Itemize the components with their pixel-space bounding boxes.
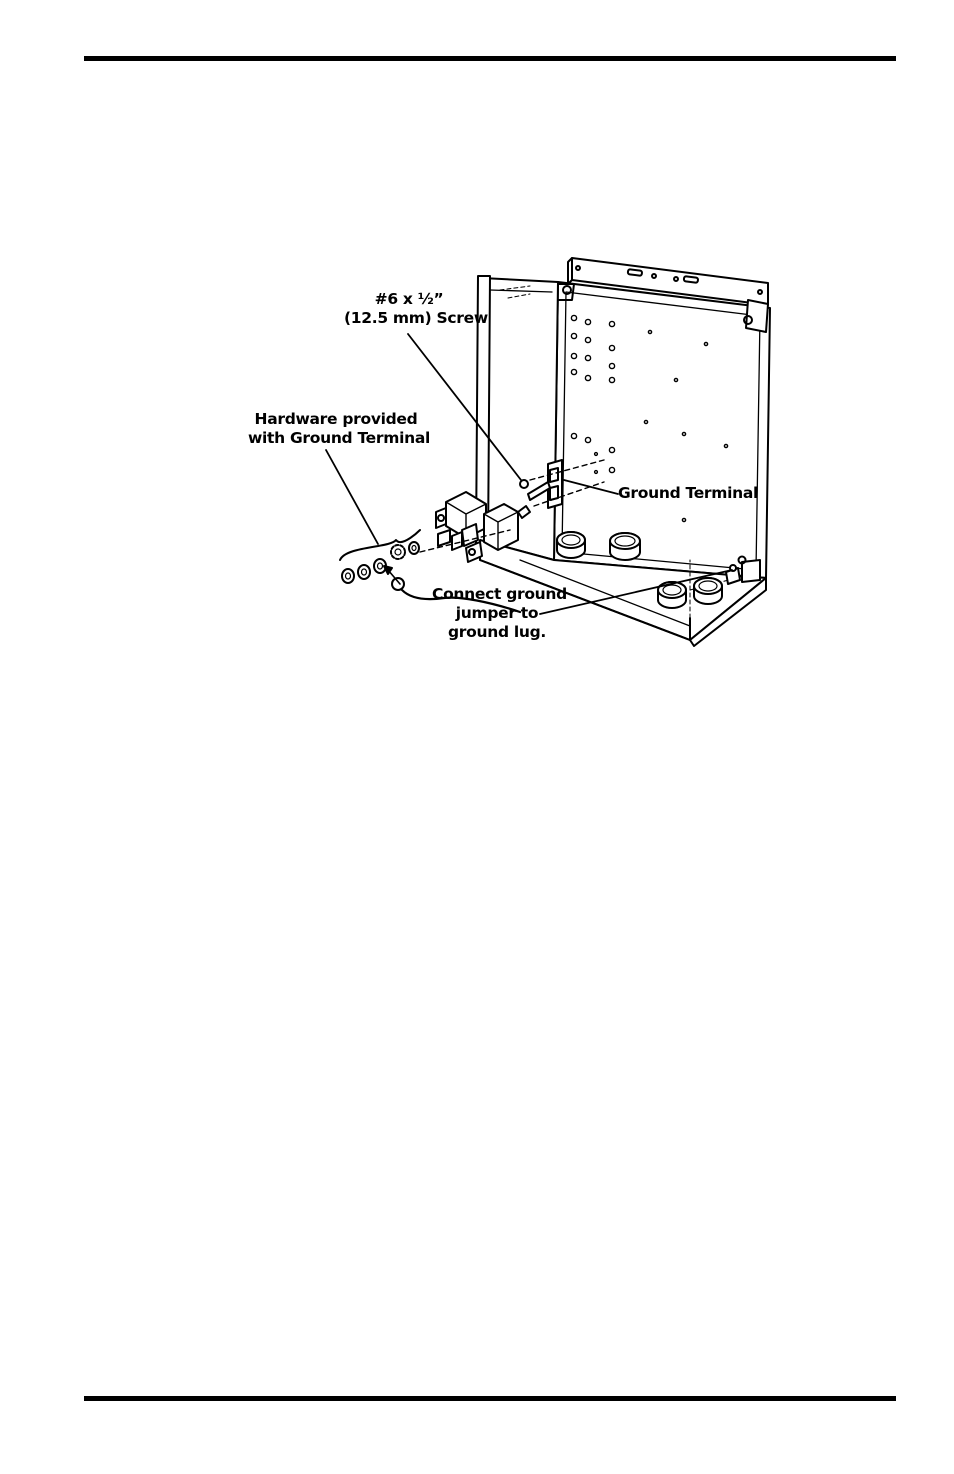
hardware-brace [340, 530, 420, 560]
screw-label: #6 x ½” (12.5 mm) Screw [344, 290, 474, 328]
connect-label-line1: Connect ground [432, 585, 562, 604]
hardware-label: Hardware provided with Ground Terminal [248, 410, 424, 448]
hardware-label-line2: with Ground Terminal [248, 429, 424, 448]
connect-label-line2: jumper to [432, 604, 562, 623]
hardware-label-line1: Hardware provided [248, 410, 424, 429]
screw-label-line1: #6 x ½” [344, 290, 474, 309]
ground-terminal-label-text: Ground Terminal [618, 484, 752, 503]
star-washer [391, 545, 405, 559]
ground-terminal-label: Ground Terminal [618, 484, 752, 503]
connect-label: Connect ground jumper to ground lug. [432, 585, 562, 642]
screw-label-line2: (12.5 mm) Screw [344, 309, 474, 328]
connect-label-line3: ground lug. [432, 623, 562, 642]
